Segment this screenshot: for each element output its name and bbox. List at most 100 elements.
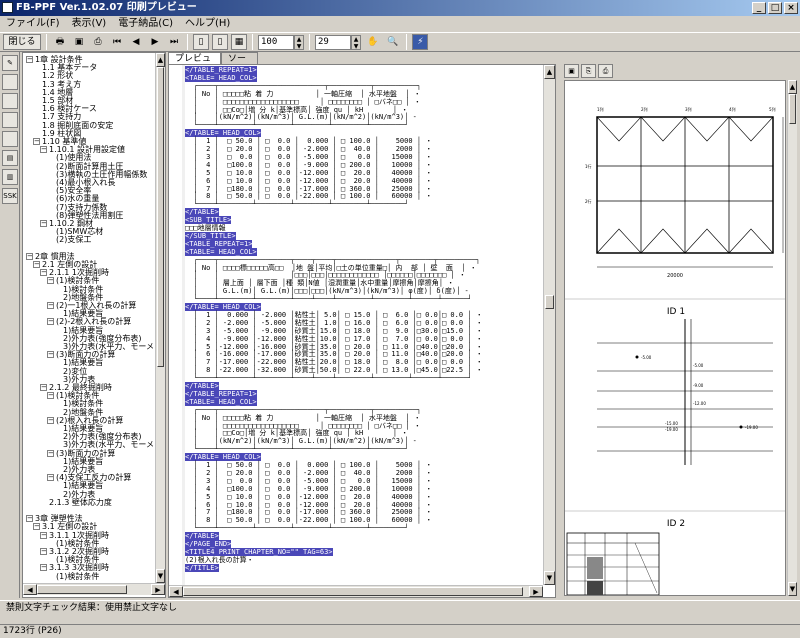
tree-expander[interactable]: − <box>47 391 54 400</box>
tree-item[interactable]: 3.1.3 3次掘削時 <box>49 563 109 573</box>
tree-scrollbar-v[interactable]: ▲▼ <box>155 53 165 583</box>
tree-expander[interactable]: − <box>47 448 54 457</box>
zoom-input[interactable] <box>258 34 294 50</box>
print-icon[interactable]: 🖶 <box>55 37 65 47</box>
single-page-icon[interactable]: ▯ <box>193 34 209 50</box>
tree-item[interactable]: (1)使用法 <box>56 153 92 163</box>
scroll-down-arrow[interactable]: ▼ <box>788 582 797 596</box>
tree-expander[interactable]: − <box>47 473 54 482</box>
zoom-icon[interactable]: 🔍 <box>387 37 399 47</box>
grid-icon[interactable]: ▥ <box>2 169 18 185</box>
close-preview-button[interactable]: 閉じる <box>3 34 41 50</box>
tree-item[interactable]: 1.10.2 鋼材 <box>49 219 93 228</box>
scroll-thumb[interactable] <box>789 94 796 124</box>
tree-expander[interactable]: − <box>40 547 47 555</box>
page-spin-arrows[interactable]: ▲▼ <box>351 34 361 50</box>
tree-item[interactable]: 2章 慣用法 <box>35 251 75 261</box>
tree-item[interactable]: 1.10 基準値 <box>42 137 87 146</box>
tree-item[interactable]: (1)検討条件 <box>56 538 100 548</box>
tree-item[interactable]: 1.7 支持力 <box>42 112 82 122</box>
scroll-up-arrow[interactable]: ▲ <box>544 65 555 79</box>
ssk-icon[interactable]: SSK <box>2 188 18 204</box>
tree-expander[interactable]: − <box>26 251 33 260</box>
table-icon[interactable]: ▤ <box>2 150 18 166</box>
tree-item[interactable]: 2.1.3 壁体応力度 <box>49 497 112 507</box>
preview-save-icon[interactable]: ▣ <box>564 64 579 78</box>
tree-item[interactable]: 1.4 地層 <box>42 87 74 97</box>
tree-item[interactable]: 3.1 左側の設計 <box>42 522 98 532</box>
tree-item[interactable]: 2)変位 <box>63 366 88 376</box>
preview-copy-icon[interactable]: ⎘ <box>581 64 596 78</box>
edit-icon[interactable]: ✎ <box>2 55 18 71</box>
tool-button[interactable] <box>2 112 18 128</box>
tree-item[interactable]: 1.5 部材 <box>42 96 74 105</box>
menu-view[interactable]: 表示(V) <box>71 18 107 29</box>
tree-item[interactable]: (1)検討条件 <box>56 555 100 565</box>
close-window-button[interactable]: × <box>784 2 798 14</box>
tree-expander[interactable]: − <box>47 301 54 309</box>
tree-item[interactable]: (2)断面計算用土圧 <box>56 161 124 171</box>
preview-scrollbar-v[interactable]: ▲ ▼ <box>787 80 797 596</box>
tree-item[interactable]: (5)安全率 <box>56 186 92 196</box>
tree-item[interactable]: 2.1.2 最終掘削時 <box>49 383 112 392</box>
scroll-thumb[interactable] <box>37 585 127 594</box>
tree-expander[interactable]: − <box>40 219 47 227</box>
tree-item[interactable]: 1.6 検討ケース <box>42 104 97 114</box>
scroll-down-arrow[interactable]: ▼ <box>156 569 165 583</box>
hand-icon[interactable]: ✋ <box>367 37 379 47</box>
tree-item[interactable]: (8)弾塑性法用割圧 <box>56 210 124 220</box>
tree-item[interactable]: 1)結果要旨 <box>63 325 104 335</box>
tree-item[interactable]: (1)検討条件 <box>56 391 100 401</box>
tool-button[interactable] <box>2 93 18 109</box>
zoom-spin-arrows[interactable]: ▲▼ <box>294 34 304 50</box>
tree-item[interactable]: 3)外力表(水平力、モーメ <box>63 440 155 450</box>
printer-setup-icon[interactable]: ⎙ <box>94 37 102 47</box>
tree-item[interactable]: (4)支保工反力の計算 <box>56 473 132 483</box>
tree-item[interactable]: 1)結果要旨 <box>63 424 104 433</box>
tree-item[interactable]: 1章 設計条件 <box>35 55 83 64</box>
tree-item[interactable]: 2)外力表(強度分布表) <box>63 432 142 442</box>
tree-item[interactable]: 2.1 左側の設計 <box>42 260 98 269</box>
prev-page-icon[interactable]: ◀ <box>132 37 140 47</box>
tree-item[interactable]: 2)外力表 <box>63 489 96 499</box>
tree-expander[interactable]: − <box>40 530 47 539</box>
tree-item[interactable]: 1.3 考え方 <box>42 79 82 89</box>
tree-item[interactable]: (3)横執の土圧作用幅係数 <box>56 169 148 179</box>
tree-item[interactable]: 1)結果要旨 <box>63 358 104 368</box>
tree-item[interactable]: (4)最小根入れ長 <box>56 178 116 187</box>
scroll-right-arrow[interactable]: ▶ <box>151 584 165 595</box>
tree-item[interactable]: 1.2 形状 <box>42 71 74 81</box>
scroll-thumb[interactable] <box>545 295 554 309</box>
editor-scrollbar-h[interactable]: ◀▶ <box>169 585 543 597</box>
tree-item[interactable]: (1)SMW芯材 <box>56 227 104 237</box>
tree-item[interactable]: 2)外力表(強度分布表) <box>63 333 142 343</box>
tree-item[interactable]: 3.1.2 2次掘削時 <box>49 547 109 556</box>
tree-expander[interactable]: − <box>40 563 47 572</box>
menu-electronic-delivery[interactable]: 電子納品(C) <box>118 18 174 29</box>
tree-item[interactable]: 3.1.1 1次掘削時 <box>49 530 109 540</box>
scroll-up-arrow[interactable]: ▲ <box>156 53 165 67</box>
tree-item[interactable]: 1)結果要旨 <box>63 456 104 466</box>
tree-item[interactable]: 1.1 基本データ <box>42 63 98 73</box>
minimize-button[interactable]: _ <box>752 2 766 14</box>
tree-expander[interactable]: − <box>40 268 47 277</box>
tree-item[interactable]: 2)地盤条件 <box>63 292 104 302</box>
tree-item[interactable]: 3)外力表 <box>63 374 96 384</box>
save-icon[interactable]: ▣ <box>74 37 84 47</box>
tree-item[interactable]: 1)結果要旨 <box>63 481 104 491</box>
tree-item[interactable]: (3)断面力の計算 <box>56 350 116 360</box>
tree-item[interactable]: 2)地盤条件 <box>63 407 104 417</box>
menu-help[interactable]: ヘルプ(H) <box>185 18 231 29</box>
tree-expander[interactable]: − <box>26 514 33 523</box>
scroll-left-arrow[interactable]: ◀ <box>169 586 183 597</box>
preview-print-icon[interactable]: ⎙ <box>598 64 613 78</box>
tree-expander[interactable]: − <box>33 522 40 531</box>
multi-page-icon[interactable]: ▦ <box>231 34 247 50</box>
menu-file[interactable]: ファイル(F) <box>6 18 60 29</box>
last-page-icon[interactable]: ⏭ <box>169 37 179 47</box>
tree-item[interactable]: 1.8 掘削底面の安定 <box>42 120 114 130</box>
scroll-thumb[interactable] <box>157 67 164 367</box>
tree-item[interactable]: (1)検討条件 <box>56 276 100 286</box>
tree-item[interactable]: 1)検討条件 <box>63 399 104 409</box>
scroll-up-arrow[interactable]: ▲ <box>788 80 797 94</box>
